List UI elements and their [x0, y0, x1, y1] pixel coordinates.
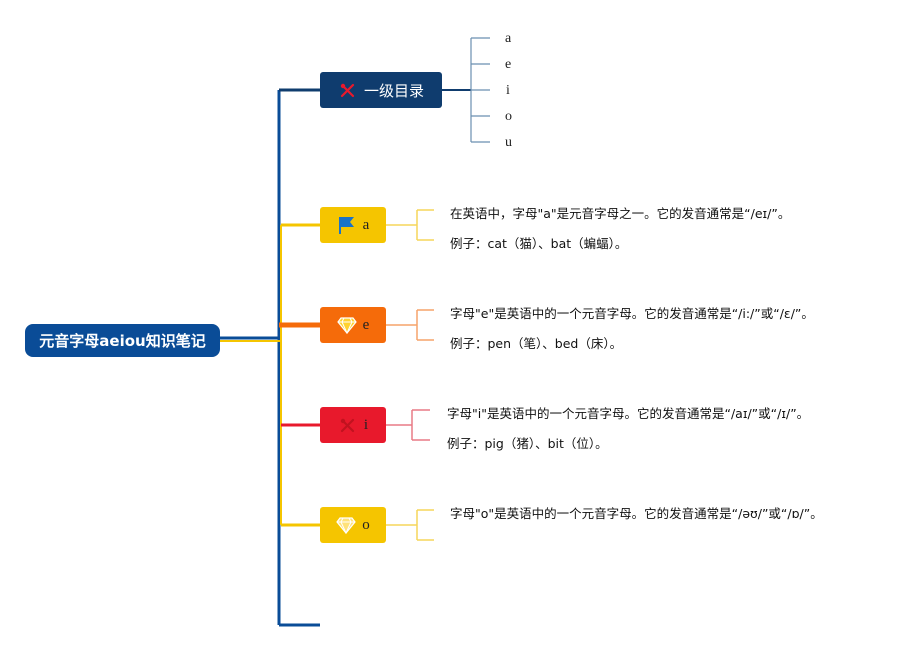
e-detail-example: 例子：pen（笔）、bed（床）。	[450, 336, 623, 351]
root-topic[interactable]: 元音字母aeiou知识笔记	[25, 324, 220, 357]
i-detail-pronunciation: 字母"i"是英语中的一个元音字母。它的发音通常是“/aɪ/”或“/ɪ/”。	[447, 406, 810, 421]
topic-toc[interactable]: 一级目录	[320, 72, 442, 108]
topic-e[interactable]: e	[320, 307, 386, 343]
a-detail-pronunciation: 在英语中，字母"a"是元音字母之一。它的发音通常是“/eɪ/”。	[450, 206, 791, 221]
tools-icon	[338, 415, 358, 435]
o-detail-pronunciation: 字母"o"是英语中的一个元音字母。它的发音通常是“/əʊ/”或“/ɒ/”。	[450, 506, 823, 521]
tools-icon	[338, 80, 358, 100]
topic-o-label: o	[362, 516, 370, 533]
topic-i-label: i	[363, 416, 369, 433]
a-detail-example: 例子：cat（猫）、bat（蝙蝠）。	[450, 236, 628, 251]
diamond-icon	[336, 315, 357, 335]
topic-o[interactable]: o	[320, 507, 386, 543]
toc-item-u[interactable]: u	[505, 135, 512, 150]
root-topic-label: 元音字母aeiou知识笔记	[39, 332, 206, 350]
topic-e-label: e	[362, 316, 370, 333]
flag-icon	[337, 215, 357, 235]
toc-item-o[interactable]: o	[505, 109, 512, 124]
toc-item-i[interactable]: i	[506, 83, 510, 98]
toc-item-a[interactable]: a	[505, 31, 512, 46]
toc-item-e[interactable]: e	[505, 57, 512, 72]
e-detail-pronunciation: 字母"e"是英语中的一个元音字母。它的发音通常是“/i:/”或“/ɛ/”。	[450, 306, 814, 321]
topic-a-label: a	[362, 216, 370, 233]
topic-a[interactable]: a	[320, 207, 386, 243]
topic-i[interactable]: i	[320, 407, 386, 443]
topic-toc-label: 一级目录	[363, 81, 424, 100]
diamond-icon	[336, 515, 357, 535]
i-detail-example: 例子：pig（猪）、bit（位）。	[447, 436, 608, 451]
